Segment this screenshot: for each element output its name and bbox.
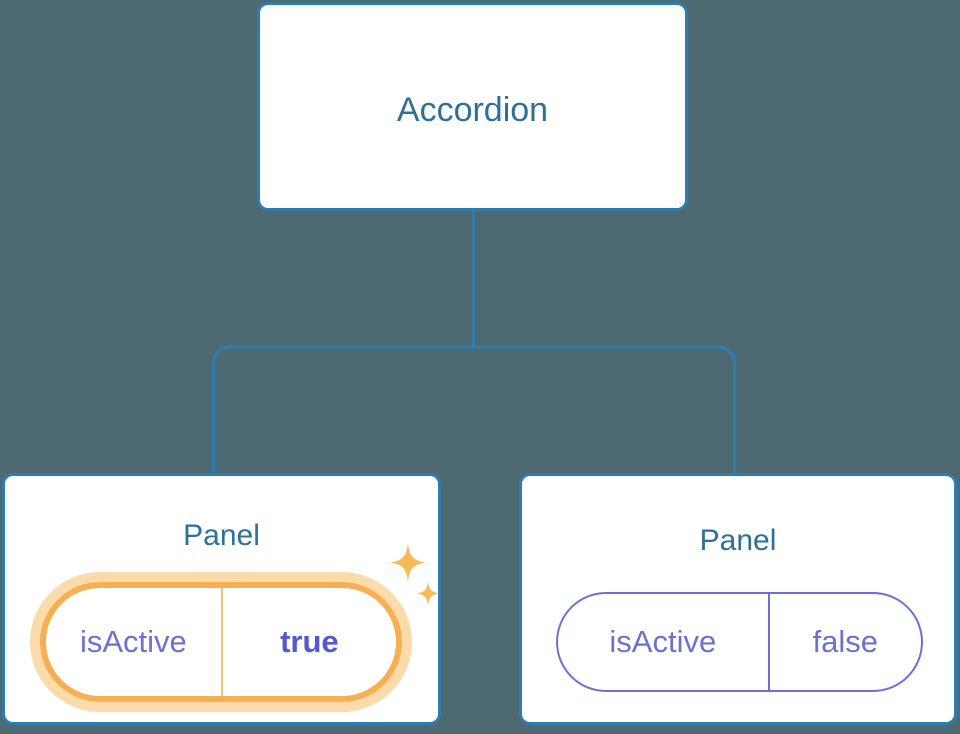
node-accordion-label: Accordion xyxy=(396,91,549,129)
node-panel-right-label: Panel xyxy=(699,524,777,557)
prop-value: false xyxy=(812,624,879,659)
prop-pill-body: isActive true xyxy=(40,582,402,702)
prop-key: isActive xyxy=(46,588,223,696)
prop-key: isActive xyxy=(558,594,770,690)
node-panel-left-label: Panel xyxy=(183,519,260,552)
prop-pill-isactive-true[interactable]: isActive true xyxy=(30,572,412,712)
node-accordion[interactable] xyxy=(257,2,688,211)
prop-value: true xyxy=(280,624,339,659)
prop-pill-focus-ring xyxy=(30,572,412,712)
prop-pill-isactive-false[interactable]: isActive false xyxy=(556,592,923,692)
connector-child-bus xyxy=(212,345,736,473)
